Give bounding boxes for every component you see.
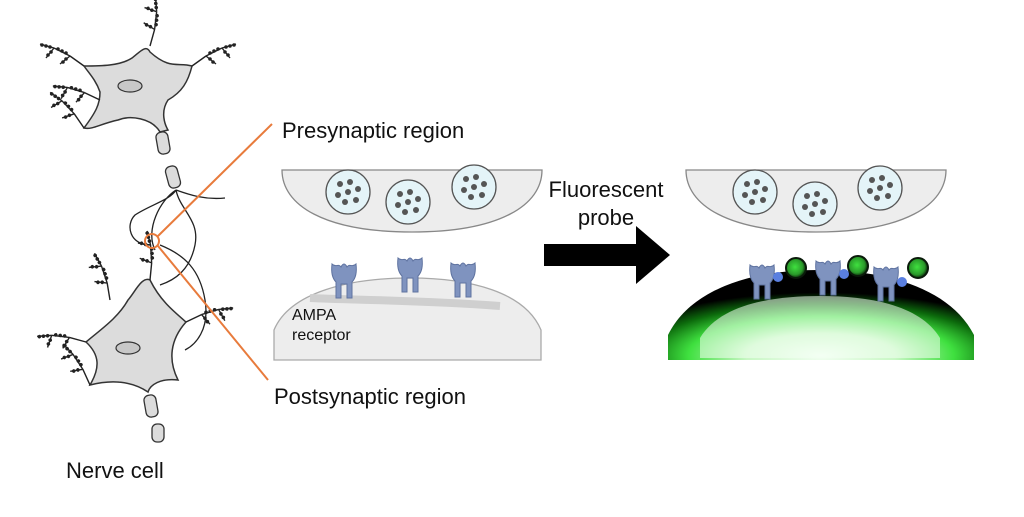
fluorescent-probe-icon — [907, 257, 929, 279]
lower-nerve-cell — [36, 229, 234, 443]
probe-label-line2: probe — [577, 205, 635, 230]
upper-nerve-cell — [39, 0, 237, 286]
synapse-marker — [144, 233, 160, 249]
probe-dot — [773, 272, 783, 282]
probe-dot — [839, 269, 849, 279]
receptor-label-line1: AMPA — [292, 307, 337, 324]
synapse-panel-after — [668, 165, 974, 360]
arrow-icon — [544, 226, 670, 284]
probe-dot — [897, 277, 907, 287]
synapse-panel-before — [273, 164, 543, 361]
presynaptic-label: Presynaptic region — [282, 118, 465, 143]
probe-label-line1: Fluorescent — [548, 177, 664, 202]
receptor-label-line2: receptor — [292, 327, 351, 344]
fluorescent-probe-icon — [847, 255, 869, 277]
leader-line-presynaptic — [157, 123, 273, 237]
leader-line-postsynaptic — [157, 245, 269, 381]
postsynaptic-label: Postsynaptic region — [274, 384, 466, 409]
nerve-cell-label: Nerve cell — [66, 458, 164, 483]
fluorescent-probe-icon — [785, 257, 807, 279]
